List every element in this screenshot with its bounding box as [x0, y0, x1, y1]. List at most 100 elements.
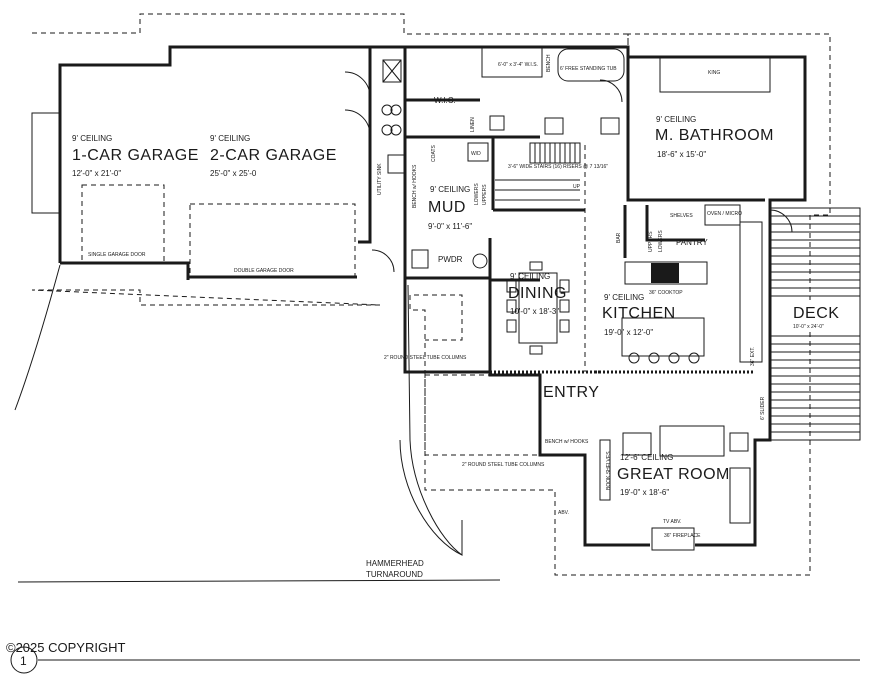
stairs: [495, 142, 581, 201]
kitchen-perimeter-counter: [739, 221, 763, 363]
hammerhead-edge: [399, 439, 463, 556]
lowers-kitchen-label: LOWERS: [658, 230, 664, 252]
dining-name: DINING: [508, 285, 567, 302]
bench-hooks-entry-label: BENCH w/ HOOKS: [545, 439, 589, 445]
great-dim: 19'-0" x 18'-6": [620, 488, 669, 497]
sofa: [659, 425, 725, 457]
slider-label: 6' SLIDER: [760, 396, 766, 420]
stair-wall: [491, 137, 585, 212]
bench-hooks-label: BENCH w/ HOOKS: [412, 164, 418, 208]
shelves-label: SHELVES: [670, 213, 693, 219]
stool-3: [668, 352, 680, 364]
dining-ceiling: 9' CEILING: [510, 272, 550, 281]
bath-wall: [626, 57, 765, 202]
chair-1: [529, 261, 543, 271]
bar-label: BAR: [616, 232, 622, 243]
free-standing-tub: [557, 48, 625, 82]
wd-unit: [467, 142, 489, 162]
wis-shower: [481, 46, 543, 78]
bath-ceiling: 9' CEILING: [656, 115, 696, 124]
oven-label: OVEN / MICRO: [707, 211, 742, 217]
closet-wall: [405, 98, 540, 139]
cooktop-label: 36" COOKTOP: [649, 290, 683, 296]
great-name: GREAT ROOM: [617, 466, 730, 483]
chair-7: [559, 299, 570, 313]
utility-sink-label: UTILITY SINK: [377, 163, 383, 195]
laundry-box-x: [382, 59, 402, 83]
kitchen-island: [621, 317, 705, 357]
up-label: UP: [573, 184, 581, 190]
hammerhead-dash: [424, 374, 541, 456]
stool-4: [688, 352, 700, 364]
vanity-sink-2: [600, 117, 620, 135]
roof-overhang-line: [31, 13, 831, 576]
mud-dim: 9'-0" x 11'-6": [428, 222, 472, 231]
kitchen-dim: 19'-0" x 12'-0": [604, 328, 653, 337]
stool-2: [648, 352, 660, 364]
cooktop-counter: [624, 261, 708, 285]
garage-side-wing: [31, 112, 61, 214]
chair-3: [506, 279, 517, 293]
sheet-number-circle: [10, 646, 38, 674]
stool-1: [628, 352, 640, 364]
deck-dim: 10'-0" x 24'-0": [793, 324, 824, 330]
stairs-label: 3'-6" WIDE STAIRS (16) RISERS @ 7 13/16": [508, 164, 608, 170]
garage1-ceiling: 9' CEILING: [72, 134, 112, 143]
vanity-sink-1: [544, 117, 564, 135]
door-swing-deck: [769, 209, 793, 233]
bath-name: M. BATHROOM: [655, 127, 774, 144]
double-door-label: DOUBLE GARAGE DOOR: [234, 268, 294, 274]
kitchen-ceiling: 9' CEILING: [604, 293, 644, 302]
cooktop: [651, 263, 679, 283]
entry-name: ENTRY: [543, 384, 599, 401]
king-label: KING: [708, 70, 720, 76]
copyright-text: ©2025 COPYRIGHT: [6, 640, 125, 655]
door-swing-garage-2: [344, 109, 371, 136]
house-walls: [370, 45, 807, 547]
dining-table: [518, 272, 558, 344]
garage2-ceiling: 9' CEILING: [210, 134, 250, 143]
sectional: [729, 467, 751, 524]
lowers-label: LOWERS: [474, 183, 480, 205]
oven-micro: [704, 204, 741, 226]
pwdr-toilet: [411, 249, 429, 269]
sheet-number: 1: [20, 654, 27, 668]
great-ceiling: 12'-6' CEILING: [620, 453, 673, 462]
turnaround-label: TURNAROUND: [366, 570, 423, 579]
armchair: [622, 432, 652, 456]
columns-label-1: 2" ROUND STEEL TUBE COLUMNS: [384, 355, 467, 361]
wic-label: W.I.C.: [434, 96, 456, 105]
tv-abv-label: TV ABV.: [663, 519, 681, 525]
king-bed: [659, 57, 771, 93]
machine-circle-2: [381, 124, 393, 136]
dining-dim: 10'-0" x 18'-3": [510, 307, 559, 316]
uppers-kitchen-label: UPPERS: [648, 231, 654, 252]
mud-name: MUD: [428, 199, 466, 216]
road-line: [17, 579, 501, 583]
deck: [769, 207, 861, 441]
machine-circle-1: [381, 104, 393, 116]
columns-label-2: 2" ROUND STEEL TUBE COLUMNS: [462, 462, 545, 468]
mud-bottom-wall: [405, 238, 492, 280]
uppers-label: UPPERS: [482, 184, 488, 205]
garage2-name: 2-CAR GARAGE: [210, 147, 337, 164]
tub-label: 6' FREE STANDING TUB: [560, 66, 617, 72]
book-shelves: [599, 439, 611, 501]
laundry-box: [382, 59, 402, 83]
chair-4: [506, 299, 517, 313]
hammerhead-label: HAMMERHEAD: [366, 559, 424, 568]
driveway-edge-left: [14, 264, 61, 411]
chair-8: [559, 319, 570, 333]
kitchen-name: KITCHEN: [602, 305, 676, 322]
garage2-dim: 25'-0" x 25'-0: [210, 169, 257, 178]
pwdr-label: PWDR: [438, 255, 463, 264]
bench-label: BENCH: [546, 54, 552, 72]
coats-label: COATS: [431, 144, 437, 162]
double-garage-door: [189, 203, 356, 277]
book-shelves-label: BOOK SHELVES: [606, 451, 612, 490]
fireplace: [651, 527, 695, 551]
driveway-edge-right: [407, 284, 463, 556]
bath-dim: 18'-6" x 15'-0": [657, 150, 706, 159]
abv-label: ABV.: [558, 510, 569, 516]
